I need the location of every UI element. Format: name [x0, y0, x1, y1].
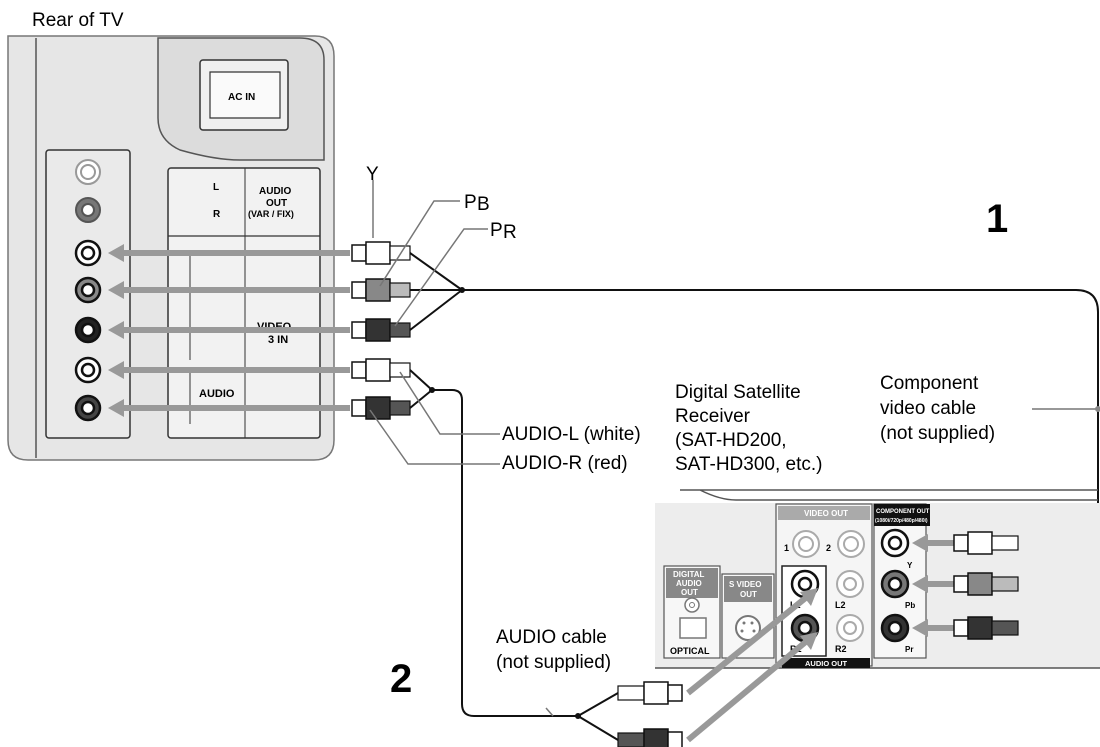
receiver-label-2: Receiver — [675, 406, 751, 427]
svg-text:P: P — [490, 220, 503, 241]
tv-jack-audio-l — [74, 356, 102, 384]
component-cable-label-2: video cable — [880, 398, 976, 419]
tv-audio-label: AUDIO — [199, 388, 235, 400]
step-2: 2 — [390, 657, 412, 701]
receiver-audio-plugs — [617, 681, 683, 747]
tv-panel: AC IN L R AUDIO OUT (VAR / FIX) VIDEO 3 … — [7, 35, 335, 461]
tv-jack-audio-out-l — [75, 159, 101, 185]
plug-pr — [351, 318, 411, 342]
optical-port — [679, 617, 707, 639]
audio-cable — [409, 369, 619, 741]
s-video-port — [735, 615, 761, 641]
y-label: Y — [366, 164, 379, 185]
receiver-audio-arrows — [686, 593, 810, 743]
audio-l-label: AUDIO-L (white) — [502, 424, 641, 445]
svg-text:OUT: OUT — [740, 590, 757, 599]
audio-out-title-3: (VAR / FIX) — [248, 209, 294, 219]
svg-text:R: R — [503, 222, 517, 243]
svg-text:(1080i/720p/480p/480i): (1080i/720p/480p/480i) — [875, 518, 928, 524]
receiver-label-4: SAT-HD300, etc.) — [675, 454, 822, 475]
pr-label: P R — [490, 220, 517, 243]
step-1: 1 — [986, 197, 1008, 241]
audio-cable-label-2: (not supplied) — [496, 652, 611, 673]
receiver-label-3: (SAT-HD200, — [675, 430, 787, 451]
receiver-component-arrowheads — [912, 534, 928, 637]
svg-text:R2: R2 — [835, 644, 847, 654]
receiver-side-plugs — [953, 531, 1019, 640]
svg-text:L2: L2 — [835, 600, 846, 610]
audio-out-r-label: R — [213, 209, 221, 220]
svg-text:OPTICAL: OPTICAL — [670, 646, 710, 656]
svg-text:Pr: Pr — [905, 645, 913, 654]
tv-jack-audio-out-r — [75, 197, 101, 223]
svg-text:2: 2 — [826, 543, 831, 553]
tv-jack-pb — [74, 276, 102, 304]
svg-text:S VIDEO: S VIDEO — [729, 580, 761, 589]
plug-y — [351, 241, 411, 265]
plug-audio-l — [351, 358, 411, 382]
svg-text:AUDIO: AUDIO — [676, 579, 702, 588]
receiver-audio-arrowheads — [800, 588, 818, 650]
audio-out-l-label: L — [213, 182, 219, 193]
plug-pb — [351, 278, 411, 302]
audio-r-label: AUDIO-R (red) — [502, 453, 628, 474]
plug-audio-r — [351, 396, 411, 420]
audio-out-title-2: OUT — [266, 198, 287, 209]
svg-text:VIDEO OUT: VIDEO OUT — [804, 509, 848, 518]
svg-text:AUDIO OUT: AUDIO OUT — [805, 659, 848, 668]
tv-label-strip — [167, 167, 321, 439]
svg-text:1: 1 — [784, 543, 789, 553]
component-cable-label-1: Component — [880, 373, 979, 394]
ac-in-label: AC IN — [228, 92, 255, 103]
video-in-title-2: 3 IN — [268, 334, 288, 346]
tv-title: Rear of TV — [32, 10, 124, 31]
tv-side-plugs — [351, 241, 411, 420]
svg-text:OUT: OUT — [681, 588, 698, 597]
tv-jack-pr — [74, 316, 102, 344]
audio-cable-label-1: AUDIO cable — [496, 627, 607, 648]
callout-lines — [369, 180, 1098, 717]
tv-jack-audio-r — [74, 394, 102, 422]
svg-text:P: P — [464, 192, 477, 213]
tv-arrows — [118, 250, 350, 411]
tv-jack-y — [74, 239, 102, 267]
svg-text:Y: Y — [907, 561, 913, 570]
svg-text:B: B — [477, 194, 490, 215]
receiver-panel: DIGITAL AUDIO OUT OPTICAL S VIDEO OUT VI… — [655, 489, 1100, 669]
svg-text:Pb: Pb — [905, 601, 915, 610]
pb-label: P B — [464, 192, 490, 215]
audio-out-title-1: AUDIO — [259, 186, 291, 197]
component-cable-label-3: (not supplied) — [880, 423, 995, 444]
svg-text:DIGITAL: DIGITAL — [673, 570, 705, 579]
svg-text:COMPONENT OUT: COMPONENT OUT — [876, 509, 930, 515]
tv-arrowheads — [108, 244, 124, 417]
receiver-label-1: Digital Satellite — [675, 382, 801, 403]
